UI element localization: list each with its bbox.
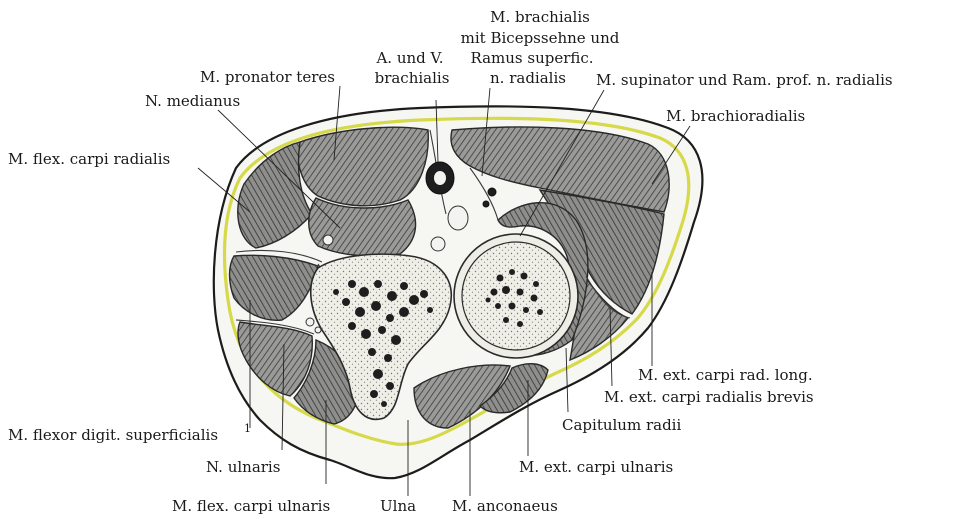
label-n-medianus: N. medianus xyxy=(145,92,240,110)
radial-vessel xyxy=(483,201,489,207)
label-pronator-teres: M. pronator teres xyxy=(200,68,335,86)
ulnar-nerve xyxy=(306,318,314,326)
label-n-ulnaris: N. ulnaris xyxy=(206,458,280,476)
label-ulna: Ulna xyxy=(380,497,416,515)
label-flexor-digit-footnote: 1 xyxy=(244,422,251,435)
brachial-artery-lumen xyxy=(434,171,446,185)
label-brachioradialis: M. brachioradialis xyxy=(666,107,805,125)
label-anconaeus: M. anconaeus xyxy=(452,497,558,515)
label-ext-carpi-ulnaris: M. ext. carpi ulnaris xyxy=(519,458,673,476)
muscle-pronator-teres xyxy=(298,127,428,205)
biceps-tendon xyxy=(448,206,468,230)
label-brachialis-2: mit Bicepssehne und xyxy=(461,29,620,47)
median-nerve xyxy=(431,237,445,251)
ulnar-vessel xyxy=(315,327,321,333)
label-brachialis-4: n. radialis xyxy=(490,69,566,87)
label-ext-carpi-rad-brevis: M. ext. carpi radialis brevis xyxy=(604,388,814,406)
radial-nerve-superficial xyxy=(488,188,496,196)
label-brachialis-1: M. brachialis xyxy=(490,8,590,26)
label-capitulum-radii: Capitulum radii xyxy=(562,416,681,434)
capitulum-radii-inner xyxy=(462,242,570,350)
label-a-v-2: brachialis xyxy=(375,69,450,87)
label-a-v-1: A. und V. xyxy=(375,49,443,67)
label-flex-carpi-ulnaris: M. flex. carpi ulnaris xyxy=(172,497,330,515)
label-ext-carpi-rad-long: M. ext. carpi rad. long. xyxy=(638,366,813,384)
label-flexor-digit-superficialis: M. flexor digit. superficialis xyxy=(8,426,218,444)
label-brachialis-3: Ramus superfic. xyxy=(470,49,593,67)
label-supinator: M. supinator und Ram. prof. n. radialis xyxy=(596,71,893,89)
ulnar-nerve-upper xyxy=(323,235,333,245)
label-flex-carpi-radialis: M. flex. carpi radialis xyxy=(8,150,170,168)
